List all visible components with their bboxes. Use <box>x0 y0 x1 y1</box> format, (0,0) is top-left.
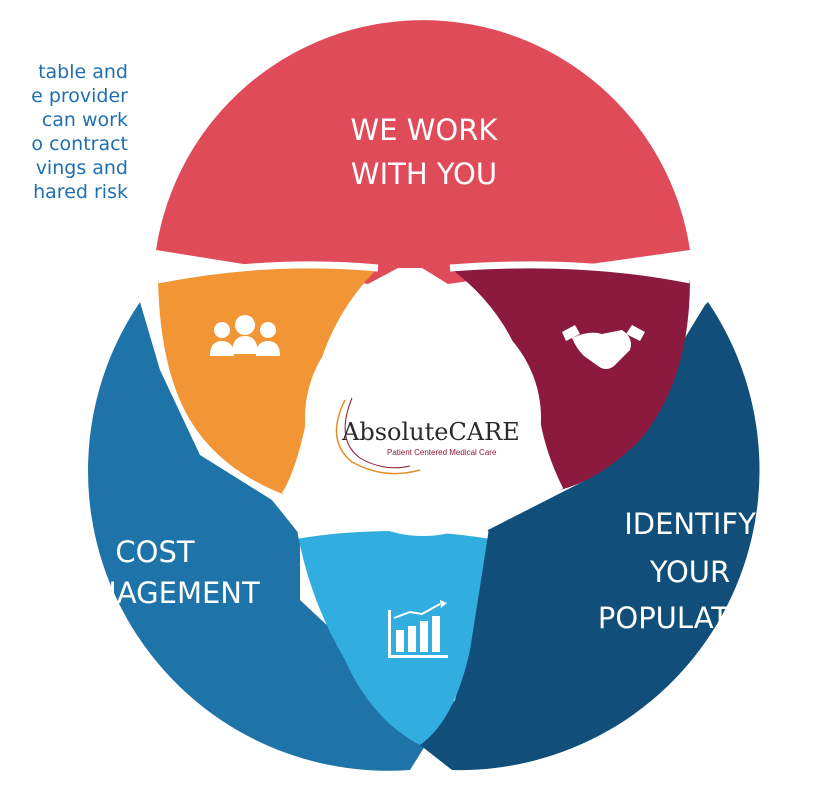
people-group-icon <box>210 315 280 356</box>
intro-line: table and <box>38 61 128 83</box>
segment-top <box>156 20 690 284</box>
intro-line: o contract <box>31 133 128 155</box>
absolutecare-logo: AbsoluteCARE Patient Centered Medical Ca… <box>335 397 520 475</box>
logo-name: AbsoluteCARE <box>341 418 520 446</box>
overlap-bottom <box>298 527 488 745</box>
segment-left-label-line1: COST <box>115 535 194 569</box>
logo-tagline: Patient Centered Medical Care <box>387 448 497 457</box>
overlap-top-right <box>450 264 690 490</box>
segment-right-label-line1: IDENTIFY <box>624 507 756 541</box>
center-circle <box>305 300 541 536</box>
intro-line: e provider <box>31 85 128 107</box>
segment-right <box>420 302 760 771</box>
overlap-top-left <box>158 264 378 495</box>
bar-chart-growth-icon <box>388 600 448 658</box>
intro-line: hared risk <box>33 181 128 203</box>
segment-top-label-line1: WE WORK <box>351 113 499 147</box>
segment-left-label-line2: MANAGEMENT <box>50 576 260 610</box>
intro-line: vings and <box>35 157 128 179</box>
intro-text: table and e provider can work o contract… <box>0 60 128 204</box>
handshake-icon <box>562 325 645 369</box>
intro-line: can work <box>41 109 128 131</box>
segment-right-label-line2: YOUR <box>649 555 730 589</box>
segment-right-label-line3: POPULATION <box>598 601 782 635</box>
segment-top-label-line2: WITH YOU <box>351 157 497 191</box>
